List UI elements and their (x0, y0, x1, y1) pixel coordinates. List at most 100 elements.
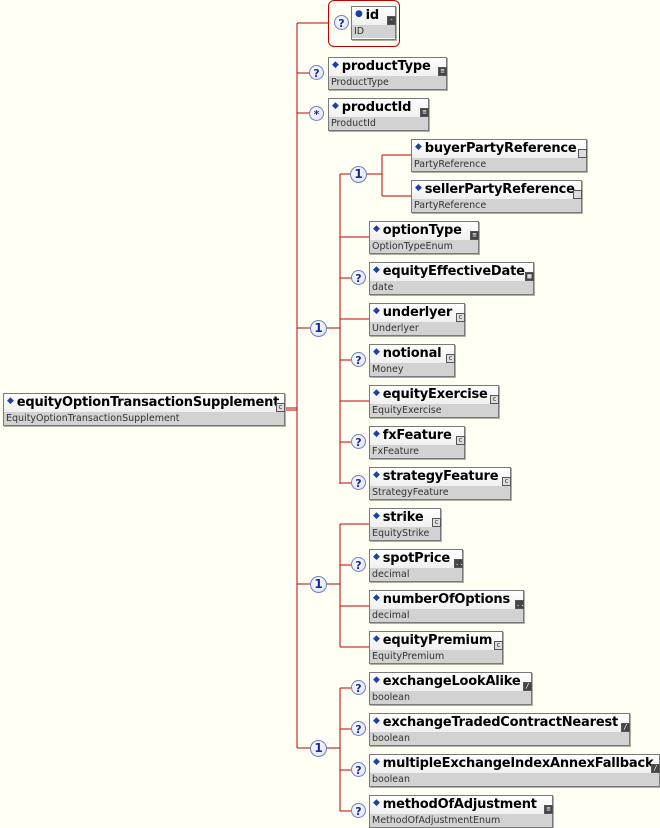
sequence-group-icon[interactable]: 1 (350, 166, 367, 183)
simple-list-type-icon: ≡ (438, 67, 447, 76)
many-occurrence-icon: * (309, 106, 324, 121)
element-type: boolean (370, 732, 629, 745)
simple-number-type-icon: .. (454, 559, 464, 568)
diamond-icon: ◆ (373, 593, 380, 603)
diamond-icon: ◆ (373, 429, 380, 439)
diamond-icon: ● (355, 9, 363, 19)
element-type: Underlyer (370, 322, 464, 335)
diamond-icon: ◆ (373, 675, 380, 685)
element-type: decimal (370, 609, 523, 622)
element-name: exchangeLookAlike (382, 674, 521, 689)
simple-date-type-icon: ▦ (525, 272, 534, 281)
element-type: ProductType (329, 76, 446, 89)
element-type: MethodOfAdjustmentEnum (370, 814, 552, 827)
diamond-icon: ◆ (373, 798, 380, 808)
simple-boolean-type-icon: / (523, 682, 532, 691)
optional-occurrence-icon: ? (334, 15, 349, 30)
diamond-icon: ◆ (373, 716, 380, 726)
element-name: underlyer (382, 305, 453, 320)
element-name-row: ◆productId (329, 99, 428, 117)
diamond-icon: ◆ (415, 183, 422, 193)
element-type: FxFeature (370, 445, 464, 458)
element-name-row: ◆strategyFeature (370, 468, 510, 486)
element-name-row: ◆equityEffectiveDate (370, 263, 533, 281)
optional-occurrence-icon: ? (351, 270, 366, 285)
element-exchange-look-alike[interactable]: ◆exchangeLookAlike boolean/ (369, 672, 532, 705)
element-type: Money (370, 363, 454, 376)
element-name-row: ◆optionType (370, 222, 478, 240)
simple-number-type-icon: .. (515, 600, 525, 609)
diamond-icon: ◆ (415, 142, 422, 152)
element-name: equityEffectiveDate (382, 264, 525, 279)
complex-type-icon: c (490, 395, 499, 404)
sequence-group-icon[interactable]: 1 (310, 576, 327, 593)
element-name-row: ◆methodOfAdjustment (370, 796, 552, 814)
optional-occurrence-icon: ? (351, 434, 366, 449)
element-type: decimal (370, 568, 462, 581)
element-name: optionType (382, 223, 462, 238)
diamond-icon: ◆ (373, 265, 380, 275)
optional-occurrence-icon: ? (351, 475, 366, 490)
optional-occurrence-icon: ? (351, 762, 366, 777)
element-name-row: ◆notional (370, 345, 454, 363)
element-name-row: ◆buyerPartyReference (412, 140, 586, 158)
element-name-row: ◆equityExercise (370, 386, 498, 404)
element-name: buyerPartyReference (424, 141, 577, 156)
optional-occurrence-icon: ? (351, 721, 366, 736)
element-name-row: ◆exchangeTradedContractNearest (370, 714, 629, 732)
diamond-icon: ◆ (373, 388, 380, 398)
attributes-container (328, 0, 400, 47)
element-type: EquityStrike (370, 527, 440, 540)
sequence-group-icon[interactable]: 1 (310, 320, 327, 337)
simple-boolean-type-icon: / (621, 723, 630, 732)
element-name: fxFeature (382, 428, 452, 443)
complex-type-icon: c (276, 403, 285, 412)
element-type: boolean (370, 691, 531, 704)
element-name-row: ◆multipleExchangeIndexAnnexFallback (370, 755, 659, 773)
element-name: equityPremium (382, 633, 493, 648)
element-type: EquityExercise (370, 404, 498, 417)
optional-occurrence-icon: ? (351, 803, 366, 818)
element-type: PartyReference (412, 158, 586, 171)
diamond-icon: ◆ (373, 757, 380, 767)
diamond-icon: ◆ (373, 347, 380, 357)
simple-list-type-icon: ≡ (420, 108, 429, 117)
diamond-icon: ◆ (332, 101, 339, 111)
complex-type-icon: c (446, 354, 455, 363)
element-name: strategyFeature (382, 469, 499, 484)
simple-list-type-icon: ≡ (470, 231, 479, 240)
optional-occurrence-icon: ? (309, 65, 324, 80)
element-name: multipleExchangeIndexAnnexFallback (382, 756, 654, 771)
element-name: equityExercise (382, 387, 488, 402)
element-type: boolean (370, 773, 659, 786)
diamond-icon: ◆ (7, 396, 14, 406)
element-name-row: ◆sellerPartyReference (412, 181, 581, 199)
diamond-icon: ◆ (373, 224, 380, 234)
element-type: date (370, 281, 533, 294)
sequence-group-icon[interactable]: 1 (310, 740, 327, 757)
element-name-row: ●id (352, 7, 395, 25)
diamond-icon: ◆ (373, 470, 380, 480)
element-name-row: ◆equityPremium (370, 632, 502, 650)
